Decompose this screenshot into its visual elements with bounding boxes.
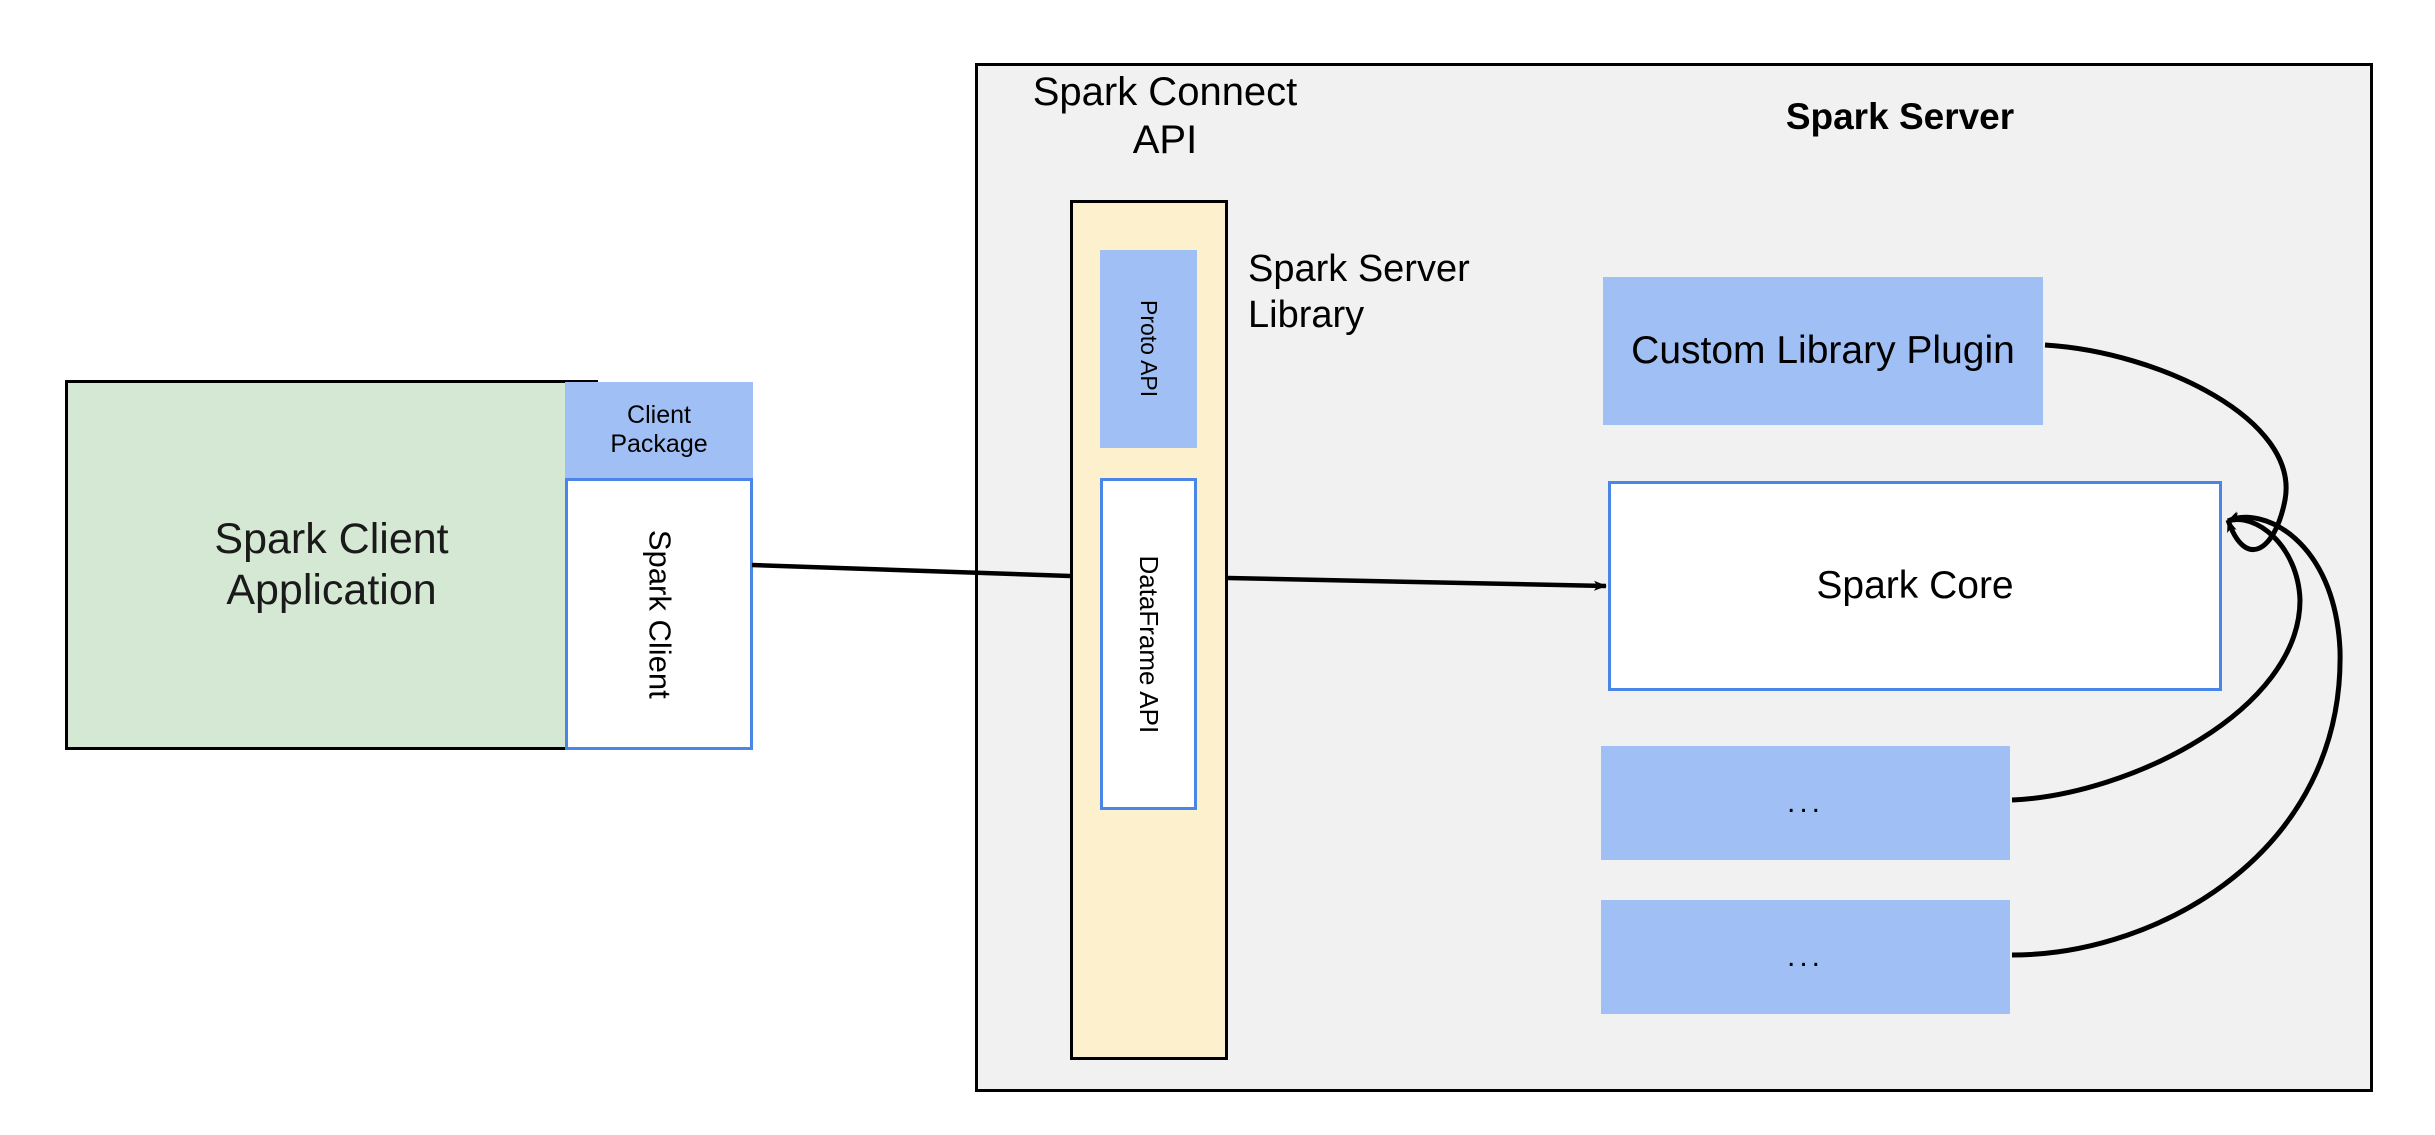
spark-client-box[interactable]: Spark Client [565, 478, 753, 750]
spark-client-application-box[interactable]: Spark Client Application [65, 380, 598, 750]
spark-connect-api-label: Spark Connect API [1032, 70, 1298, 162]
placeholder-component-label-1: ... [1786, 786, 1824, 820]
dataframe-api-box[interactable]: DataFrame API [1100, 478, 1197, 810]
client-package-label: Client Package [610, 400, 708, 459]
placeholder-component-box-1[interactable]: ... [1601, 746, 2010, 860]
placeholder-component-label-2: ... [1786, 940, 1824, 974]
custom-library-plugin-box[interactable]: Custom Library Plugin [1603, 277, 2043, 425]
spark-core-box[interactable]: Spark Core [1608, 481, 2222, 691]
custom-library-plugin-label: Custom Library Plugin [1631, 328, 2015, 372]
spark-core-label: Spark Core [1816, 563, 2014, 607]
spark-client-label: Spark Client [642, 529, 678, 699]
placeholder-component-box-2[interactable]: ... [1601, 900, 2010, 1014]
spark-server-library-label: Spark Server Library [1248, 248, 1470, 336]
proto-api-label: Proto API [1136, 300, 1163, 398]
spark-server-title: Spark Server [1785, 96, 2015, 137]
proto-api-box[interactable]: Proto API [1100, 250, 1197, 448]
dataframe-api-label: DataFrame API [1133, 555, 1164, 733]
client-package-box[interactable]: Client Package [565, 382, 753, 478]
spark-client-application-label: Spark Client Application [214, 515, 449, 614]
